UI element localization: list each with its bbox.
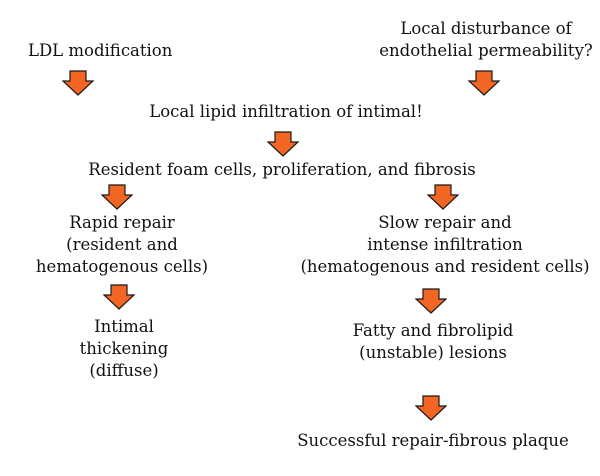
down-block-arrow-icon <box>62 70 94 96</box>
node-slow-repair-line-3: (hematogenous and resident cells) <box>300 257 590 276</box>
node-rapid-repair-line-3: hematogenous cells) <box>35 257 209 276</box>
node-fibrous-plaque: Successful repair-fibrous plaque <box>297 430 569 452</box>
node-endothelial-permeability-line-2: endothelial permeability? <box>379 41 593 60</box>
down-block-arrow-icon <box>101 184 133 210</box>
down-block-arrow-icon <box>415 395 447 421</box>
node-ldl-modification: LDL modification <box>28 40 172 62</box>
node-intimal-thickening-line-3: (diffuse) <box>89 361 159 380</box>
node-slow-repair-line-2: intense infiltration <box>367 235 523 254</box>
node-fibrous-plaque-line-1: Successful repair-fibrous plaque <box>297 431 569 450</box>
node-lipid-infiltration: Local lipid infiltration of intimal! <box>149 101 422 123</box>
node-endothelial-permeability: Local disturbance of endothelial permeab… <box>379 18 592 62</box>
node-intimal-thickening-line-2: thickening <box>79 339 169 358</box>
node-rapid-repair-line-1: Rapid repair <box>69 213 175 232</box>
node-slow-repair-line-1: Slow repair and <box>378 213 512 232</box>
node-lipid-infiltration-line-1: Local lipid infiltration of intimal! <box>149 102 423 121</box>
node-foam-cells: Resident foam cells, proliferation, and … <box>88 159 475 181</box>
node-fatty-lesions-line-1: Fatty and fibrolipid <box>352 321 514 340</box>
node-rapid-repair-line-2: (resident and <box>66 235 178 254</box>
down-block-arrow-icon <box>103 284 135 310</box>
node-endothelial-permeability-line-1: Local disturbance of <box>400 19 572 38</box>
node-rapid-repair: Rapid repair (resident and hematogenous … <box>36 212 208 278</box>
down-block-arrow-icon <box>415 288 447 314</box>
node-slow-repair: Slow repair and intense infiltration (he… <box>300 212 589 278</box>
node-intimal-thickening: Intimal thickening (diffuse) <box>80 316 169 382</box>
node-fatty-lesions: Fatty and fibrolipid (unstable) lesions <box>353 320 514 364</box>
down-block-arrow-icon <box>427 184 459 210</box>
node-fatty-lesions-line-2: (unstable) lesions <box>359 343 507 362</box>
down-block-arrow-icon <box>267 131 299 157</box>
node-intimal-thickening-line-1: Intimal <box>94 317 154 336</box>
node-ldl-modification-line-1: LDL modification <box>28 41 173 60</box>
down-block-arrow-icon <box>468 70 500 96</box>
node-foam-cells-line-1: Resident foam cells, proliferation, and … <box>88 160 476 179</box>
